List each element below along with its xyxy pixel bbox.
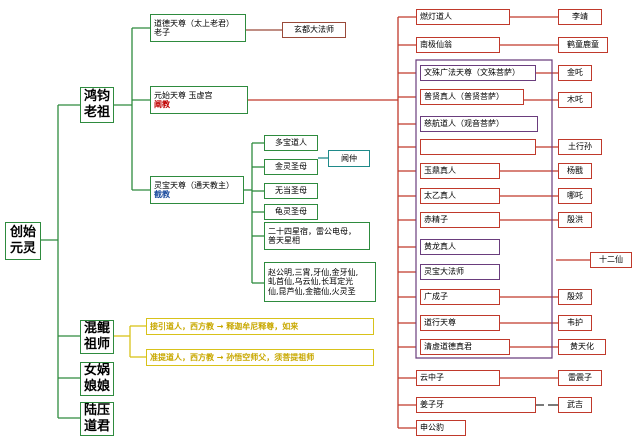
stars-node: 二十四星宿，雷公电母， 普天星相 xyxy=(264,222,370,250)
luya-node: 陆压 道君 xyxy=(80,402,114,436)
jinzha-node: 金吒 xyxy=(558,65,592,81)
tuxingsun-node: 土行孙 xyxy=(558,139,602,155)
hongjun-node: 鸿钧 老祖 xyxy=(80,87,114,123)
huangtianhua-node: 黄天化 xyxy=(558,339,606,355)
xuandu-node: 玄都大法师 xyxy=(282,22,346,38)
wenzhong-node: 闻仲 xyxy=(328,150,370,167)
baihe-node: 鹤童鹿童 xyxy=(558,37,608,53)
lingbao-sect: 截教 xyxy=(154,190,170,199)
huanglong-node: 黄龙真人 xyxy=(420,239,500,255)
randeng-node: 燃灯道人 xyxy=(416,9,510,25)
zhunti-node: 准提道人，西方教 → 孙悟空师父，须菩提祖师 xyxy=(146,349,374,366)
shier-xian-node: 十二仙 xyxy=(590,252,632,268)
nezha-node: 哪吒 xyxy=(558,188,592,204)
taiyi-node: 太乙真人 xyxy=(420,188,500,204)
guangchengzi-node: 广成子 xyxy=(420,289,500,305)
shengongbao-node: 申公豹 xyxy=(416,420,466,436)
hunkun-node: 混鲲 祖师 xyxy=(80,320,114,354)
yuanshi-node: 元始天尊 玉虚宫 阐教 xyxy=(150,86,248,114)
yangjian-node: 杨戬 xyxy=(558,163,592,179)
taishang-node: 道德天尊（太上老君） 老子 xyxy=(150,14,246,42)
jiangziya-node: 姜子牙 xyxy=(416,397,536,413)
lingbao-name: 灵宝天尊（通天教主） xyxy=(154,180,234,190)
yuanshi-sect: 阐教 xyxy=(154,100,170,109)
nvwa-node: 女娲 娘娘 xyxy=(80,362,114,396)
qingxu-node: 清虚道德真君 xyxy=(420,339,510,355)
duobao-node: 多宝道人 xyxy=(264,135,318,151)
yunzhongzi-node: 云中子 xyxy=(416,370,500,386)
wenshu-node: 文殊广法天尊（文殊菩萨） xyxy=(420,65,536,81)
daoxing-node: 道行天尊 xyxy=(420,315,500,331)
lijing-node: 李靖 xyxy=(558,9,602,25)
jinling-node: 金灵圣母 xyxy=(264,159,318,175)
leizhenzi-node: 雷震子 xyxy=(558,370,602,386)
julusun-node xyxy=(420,139,536,155)
lingbao-node: 灵宝天尊（通天教主） 截教 xyxy=(150,176,244,204)
wuji-node: 武吉 xyxy=(558,397,592,413)
cihang-node: 慈航道人（观音菩萨） xyxy=(420,116,538,132)
lingbao-dafashi-node: 灵宝大法师 xyxy=(420,264,500,280)
jiejiao-misc-node: 赵公明,三霄,牙仙,金牙仙, 虬首仙,乌云仙,长耳定光 仙,昆芦仙,金箍仙,火灵… xyxy=(264,262,376,302)
muzha-node: 木吒 xyxy=(558,92,592,108)
yinhong-node: 殷洪 xyxy=(558,212,592,228)
wudang-node: 无当圣母 xyxy=(264,183,318,199)
yuding-node: 玉鼎真人 xyxy=(420,163,500,179)
jieyin-node: 接引道人，西方教 → 释迦牟尼释尊，如来 xyxy=(146,318,374,335)
root-node: 创始 元灵 xyxy=(5,222,41,260)
yuanshi-name: 元始天尊 玉虚宫 xyxy=(154,90,213,100)
chijingzi-node: 赤精子 xyxy=(420,212,500,228)
weihu-node: 韦护 xyxy=(558,315,592,331)
nanji-node: 南极仙翁 xyxy=(416,37,500,53)
puxian-node: 普贤真人（普贤菩萨） xyxy=(420,89,524,105)
guiling-node: 龟灵圣母 xyxy=(264,204,318,220)
yinjiao-node: 殷郊 xyxy=(558,289,592,305)
